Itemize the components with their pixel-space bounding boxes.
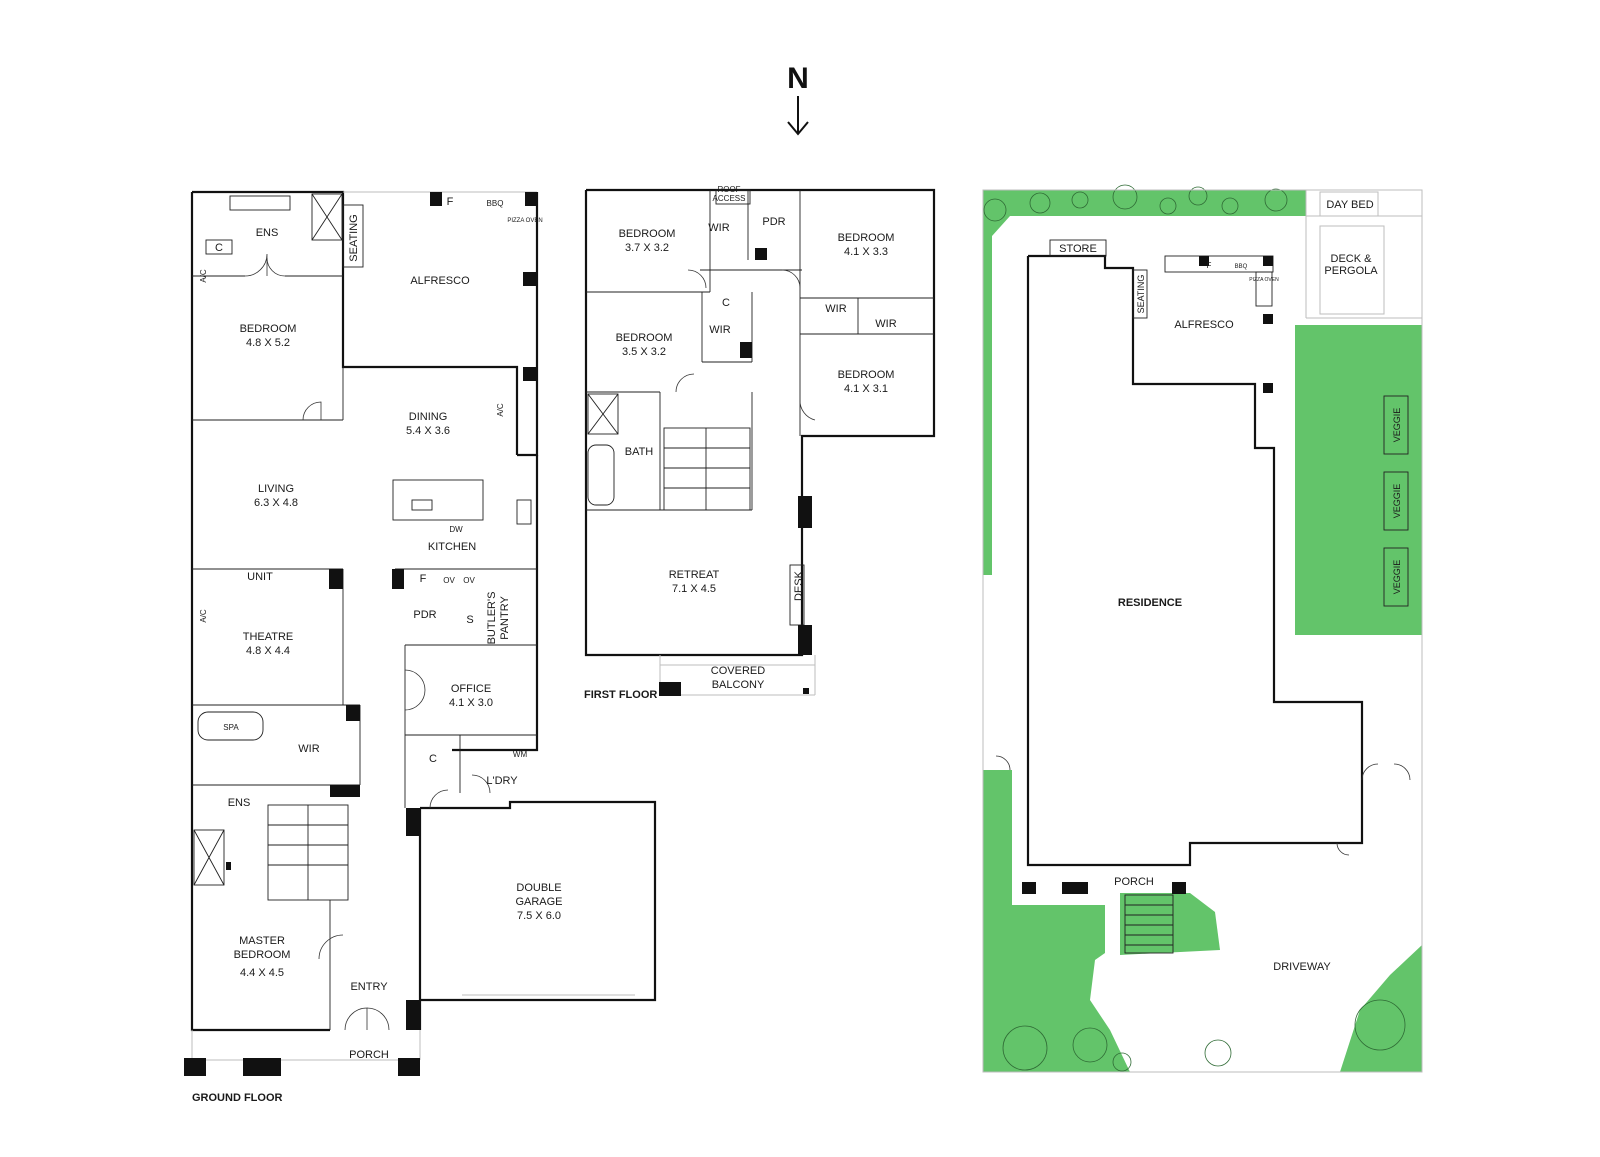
site-alfresco-label: ALFRESCO	[1174, 319, 1234, 331]
lawn-front-right	[1340, 945, 1422, 1072]
ac-label-3: A/C	[199, 609, 208, 623]
ff-pdr-label: PDR	[762, 216, 785, 228]
kitchen-label: KITCHEN	[428, 541, 476, 553]
ff-bedroom2-size: 4.1 X 3.3	[844, 246, 888, 258]
bedroom-size: 4.8 X 5.2	[246, 337, 290, 349]
compass: N	[787, 62, 809, 136]
ens-master-label: ENS	[228, 797, 251, 809]
ff-wir4-label: WIR	[875, 318, 896, 330]
covered-balcony-label-1: COVERED	[711, 665, 765, 677]
seating-label: SEATING	[348, 214, 360, 261]
pizza-oven-label: PIZZA OVEN	[507, 218, 542, 224]
alfresco-label: ALFRESCO	[410, 275, 470, 287]
roof-access-label-2: ACCESS	[713, 194, 746, 203]
bedroom-label: BEDROOM	[240, 323, 297, 335]
deck-pergola-label-2: PERGOLA	[1324, 265, 1378, 277]
veggie-label-1: VEGGIE	[1392, 408, 1402, 443]
tree-icons	[983, 184, 1406, 1072]
ff-wir2-label: WIR	[709, 324, 730, 336]
garage-label-1: DOUBLE	[516, 882, 561, 894]
ac-label-2: A/C	[496, 403, 505, 417]
laundry-closet-label: C	[429, 753, 437, 765]
dining-size: 5.4 X 3.6	[406, 425, 450, 437]
ff-retreat-size: 7.1 X 4.5	[672, 583, 716, 595]
bbq-label: BBQ	[487, 199, 504, 208]
master-bedroom-label-2: BEDROOM	[234, 949, 291, 961]
porch-label: PORCH	[349, 1049, 389, 1061]
ff-bedroom1-size: 3.7 X 3.2	[625, 242, 669, 254]
ground-floor-plan: ENS C A/C SEATING ALFRESCO F BBQ PIZZA O…	[184, 190, 657, 1104]
butlers-pantry-label-1: BUTLER'S	[486, 592, 498, 645]
residence-label: RESIDENCE	[1118, 597, 1182, 609]
living-label: LIVING	[258, 483, 294, 495]
garage-size: 7.5 X 6.0	[517, 910, 561, 922]
oven-label-1: OV	[443, 576, 455, 585]
ff-retreat-label: RETREAT	[669, 569, 720, 581]
roof-access-label-1: ROOF	[717, 185, 740, 194]
office-size: 4.1 X 3.0	[449, 697, 493, 709]
master-bedroom-label-1: MASTER	[239, 935, 285, 947]
deck-pergola-label-1: DECK &	[1331, 253, 1373, 265]
lawn-top	[983, 190, 1306, 575]
theatre-size: 4.8 X 4.4	[246, 645, 290, 657]
site-porch-label: PORCH	[1114, 876, 1154, 888]
dining-label: DINING	[409, 411, 448, 423]
ff-bedroom4-size: 4.1 X 3.1	[844, 383, 888, 395]
living-size: 6.3 X 4.8	[254, 497, 298, 509]
ff-bedroom3-size: 3.5 X 3.2	[622, 346, 666, 358]
ground-floor-title: GROUND FLOOR	[192, 1092, 282, 1104]
site-plan: STORE DAY BED DECK & PERGOLA F BBQ PIZZA…	[982, 184, 1423, 1073]
washing-machine-label: WM	[513, 750, 528, 759]
closet-top-label: C	[215, 242, 223, 254]
laundry-label: L'DRY	[486, 775, 518, 787]
veggie-label-3: VEGGIE	[1392, 560, 1402, 595]
oven-label-2: OV	[463, 576, 475, 585]
ff-bath-label: BATH	[625, 446, 654, 458]
dishwasher-label: DW	[449, 525, 463, 534]
compass-arrow-icon	[787, 96, 809, 136]
office-label: OFFICE	[451, 683, 491, 695]
storage-label: S	[466, 614, 473, 626]
ff-bedroom2-label: BEDROOM	[838, 232, 895, 244]
lawn-veggie	[1295, 325, 1422, 635]
unit-label: UNIT	[247, 571, 273, 583]
ff-bedroom3-label: BEDROOM	[616, 332, 673, 344]
butlers-pantry-label-2: PANTRY	[499, 596, 511, 640]
ff-closet-label: C	[722, 297, 730, 309]
master-bedroom-size: 4.4 X 4.5	[240, 967, 284, 979]
store-label: STORE	[1059, 243, 1097, 255]
first-floor-title: FIRST FLOOR	[584, 689, 657, 701]
ens-top-label: ENS	[256, 227, 279, 239]
first-floor-plan: BEDROOM 3.7 X 3.2 WIR ROOF ACCESS PDR BE…	[584, 185, 936, 701]
fridge-label: F	[447, 196, 454, 208]
lawn-front-left	[983, 770, 1130, 1072]
spa-label: SPA	[223, 723, 239, 732]
driveway-label: DRIVEWAY	[1273, 961, 1331, 973]
theatre-label: THEATRE	[243, 631, 294, 643]
ff-wir3-label: WIR	[825, 303, 846, 315]
site-fridge-label: F	[1207, 261, 1212, 270]
compass-north-label: N	[787, 62, 809, 95]
covered-balcony-label-2: BALCONY	[712, 679, 765, 691]
site-pizza-oven-label: PIZZA OVEN	[1249, 277, 1279, 283]
entry-label: ENTRY	[350, 981, 388, 993]
ff-wir1-label: WIR	[708, 222, 729, 234]
garage-label-2: GARAGE	[515, 896, 562, 908]
ff-desk-label: DESK	[793, 570, 805, 601]
day-bed-label: DAY BED	[1326, 199, 1373, 211]
lawn-porch-right	[1120, 893, 1220, 955]
ff-bedroom4-label: BEDROOM	[838, 369, 895, 381]
ff-bedroom1-label: BEDROOM	[619, 228, 676, 240]
ac-label-1: A/C	[199, 269, 208, 283]
site-seating-label: SEATING	[1136, 275, 1146, 314]
kitchen-fridge-label: F	[420, 573, 427, 585]
powder-room-label: PDR	[413, 609, 436, 621]
wir-label: WIR	[298, 743, 319, 755]
veggie-label-2: VEGGIE	[1392, 484, 1402, 519]
site-bbq-label: BBQ	[1235, 264, 1248, 270]
